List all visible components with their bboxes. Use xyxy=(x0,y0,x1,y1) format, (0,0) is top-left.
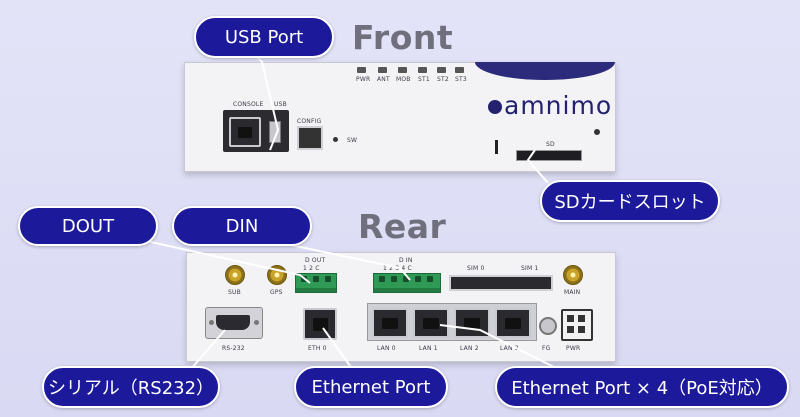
reset-indicator xyxy=(495,140,498,154)
rs232-label: RS-232 xyxy=(222,345,245,352)
rear-title: Rear xyxy=(358,207,447,246)
sd-slot xyxy=(516,150,582,161)
serial-callout: シリアル（RS232） xyxy=(42,366,220,408)
dout-callout: DOUT xyxy=(18,206,158,246)
lan1-port xyxy=(413,308,449,338)
sub-antenna-connector xyxy=(225,265,245,285)
dout-terminal-block xyxy=(295,273,337,293)
din-pins-label: 1 2 3 4 C xyxy=(383,265,412,272)
sim0-label: SIM 0 xyxy=(467,265,485,272)
led-label-st1: ST1 xyxy=(418,76,430,83)
amnimo-logo: amnimo xyxy=(488,91,612,120)
led-label-st3: ST3 xyxy=(455,76,467,83)
usb-port-callout: USB Port xyxy=(194,16,334,58)
front-device-panel: PWR ANT MOB ST1 ST2 ST3 amnimo CONSOLE U… xyxy=(184,62,616,172)
lan3-port xyxy=(495,308,531,338)
sim1-label: SIM 1 xyxy=(521,265,539,272)
logo-mark-icon xyxy=(488,100,502,114)
led-mob xyxy=(398,67,407,73)
sub-label: SUB xyxy=(228,289,241,296)
sim-slot-tray xyxy=(449,275,553,291)
config-dip-switch xyxy=(297,126,323,150)
led-st3 xyxy=(455,67,464,73)
rear-device-panel: SUB GPS MAIN D OUT 1 2 C D IN 1 2 3 4 C … xyxy=(186,252,616,362)
ethernet-poe-callout: Ethernet Port × 4（PoE対応） xyxy=(495,366,789,408)
main-label: MAIN xyxy=(564,289,581,296)
led-label-ant: ANT xyxy=(377,76,390,83)
led-ant xyxy=(378,67,387,73)
eth0-port xyxy=(303,308,337,340)
main-antenna-connector xyxy=(563,265,583,285)
sw-button xyxy=(333,137,338,142)
pwr-label: PWR xyxy=(566,345,581,352)
lan2-port xyxy=(454,308,490,338)
console-port xyxy=(229,117,261,147)
lan1-label: LAN 1 xyxy=(419,345,438,352)
led-st1 xyxy=(418,67,427,73)
led-label-mob: MOB xyxy=(396,76,411,83)
gps-antenna-connector xyxy=(267,265,287,285)
rs232-connector xyxy=(205,307,263,339)
led-label-st2: ST2 xyxy=(437,76,449,83)
gps-label: GPS xyxy=(270,289,283,296)
dout-label: D OUT xyxy=(305,257,326,264)
lan2-label: LAN 2 xyxy=(460,345,479,352)
lan3-label: LAN 3 xyxy=(500,345,519,352)
sw-label: SW xyxy=(347,137,358,144)
config-label: CONFIG xyxy=(297,118,322,125)
front-title: Front xyxy=(352,18,454,57)
front-accent-arc xyxy=(475,62,615,80)
sd-label: SD xyxy=(546,141,555,148)
front-screw-hole xyxy=(594,129,600,135)
led-st2 xyxy=(437,67,446,73)
ethernet-port-callout: Ethernet Port xyxy=(294,366,448,408)
usb-port xyxy=(269,121,281,143)
lan0-label: LAN 0 xyxy=(377,345,396,352)
usb-label: USB xyxy=(274,101,287,108)
din-label: D IN xyxy=(399,257,413,264)
console-label: CONSOLE xyxy=(233,101,264,108)
sd-slot-callout: SDカードスロット xyxy=(540,180,720,222)
lan0-port xyxy=(372,308,408,338)
logo-text: amnimo xyxy=(504,91,613,120)
fg-label: FG xyxy=(542,345,551,352)
pwr-connector xyxy=(561,309,593,341)
din-terminal-block xyxy=(373,273,441,293)
din-callout: DIN xyxy=(172,206,312,246)
eth0-label: ETH 0 xyxy=(308,345,327,352)
dout-pins-label: 1 2 C xyxy=(303,265,320,272)
led-pwr xyxy=(357,67,366,73)
led-label-pwr: PWR xyxy=(356,76,371,83)
fg-terminal xyxy=(539,317,557,335)
